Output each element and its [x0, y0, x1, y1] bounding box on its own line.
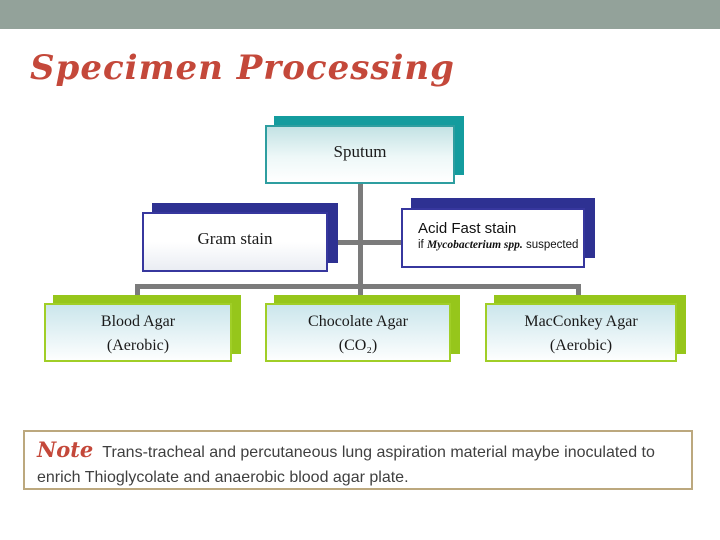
note-text: Trans-tracheal and percutaneous lung asp… — [37, 444, 655, 486]
node-chocolate-agar-line2: (CO₂) — [338, 337, 378, 354]
node-acid-fast-stain-subtext: if Mycobacterium spp. suspected — [418, 238, 578, 253]
node-macconkey-agar-line1: MacConkey Agar — [524, 313, 638, 330]
node-macconkey-agar: MacConkey Agar (Aerobic) — [485, 303, 677, 362]
node-blood-agar: Blood Agar (Aerobic) — [44, 303, 232, 362]
node-acid-fast-stain-label: Acid Fast stain — [418, 220, 517, 237]
connector-stub-macconkey-agar — [576, 284, 581, 305]
node-acid-fast-stain: Acid Fast stain if Mycobacterium spp. su… — [401, 208, 585, 268]
note-label: Note — [37, 437, 94, 462]
slide-top-bar — [0, 0, 720, 29]
node-gram-stain-label: Gram stain — [197, 229, 273, 248]
node-sputum-label: Sputum — [333, 142, 387, 161]
subtext-prefix: if — [418, 239, 427, 251]
subtext-species-italic: Mycobacterium spp. — [426, 239, 523, 251]
node-chocolate-agar-line1: Chocolate Agar — [308, 313, 408, 330]
node-blood-agar-line2: (Aerobic) — [106, 337, 170, 354]
node-gram-stain: Gram stain — [142, 212, 328, 272]
node-blood-agar-line1: Blood Agar — [100, 313, 176, 330]
connector-agar-horizontal — [135, 284, 581, 289]
connector-stub-blood-agar — [135, 284, 140, 305]
page-title: Specimen Processing — [30, 48, 455, 88]
node-macconkey-agar-line2: (Aerobic) — [549, 337, 613, 354]
connector-gram-acidfast — [326, 240, 403, 245]
node-chocolate-agar: Chocolate Agar (CO₂) — [265, 303, 451, 362]
node-sputum: Sputum — [265, 125, 455, 184]
subtext-suffix: suspected — [522, 239, 579, 251]
